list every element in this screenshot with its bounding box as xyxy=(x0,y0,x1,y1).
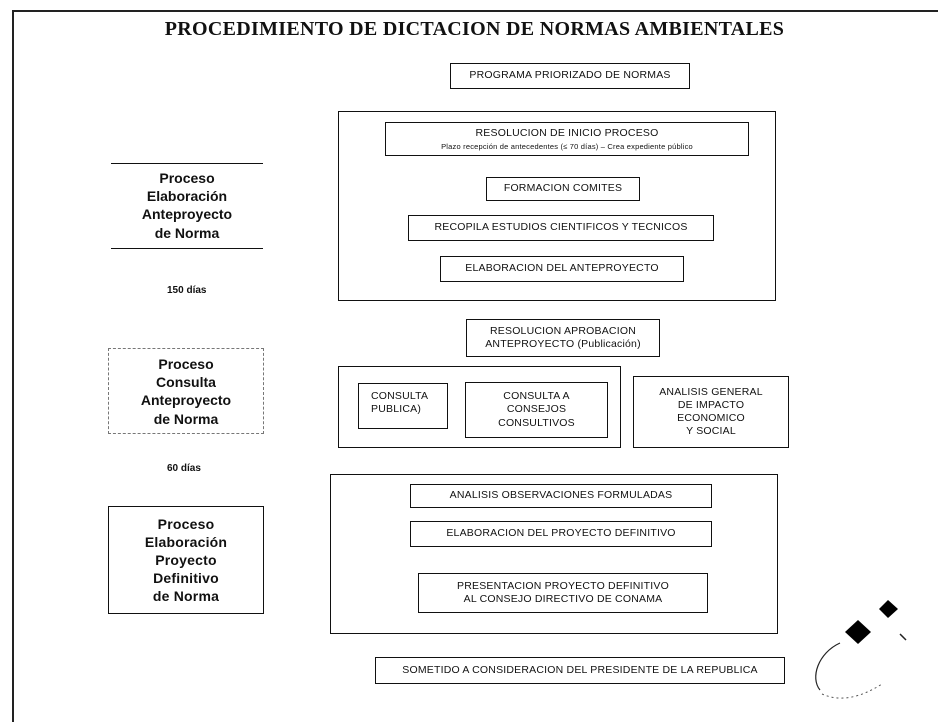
phase1-top-rule xyxy=(111,163,263,164)
logo-mark-icon xyxy=(815,600,907,699)
analisis-general-box: ANALISIS GENERAL DE IMPACTO ECONOMICO Y … xyxy=(633,376,789,448)
phase1-frame xyxy=(338,111,776,301)
consulta-publica-line1: CONSULTA xyxy=(371,390,429,402)
consulta-consejos-line3: CONSULTIVOS xyxy=(498,416,575,429)
resolucion-aprobacion-line1: RESOLUCION APROBACION xyxy=(490,324,636,337)
presentacion-box: PRESENTACION PROYECTO DEFINITIVO AL CONS… xyxy=(418,573,708,613)
phase2-label-frame xyxy=(108,348,264,434)
analisis-general-line4: Y SOCIAL xyxy=(686,425,736,438)
analisis-general-line3: ECONOMICO xyxy=(677,412,745,424)
recopila-label: RECOPILA ESTUDIOS CIENTIFICOS Y TECNICOS xyxy=(434,221,688,234)
recopila-box: RECOPILA ESTUDIOS CIENTIFICOS Y TECNICOS xyxy=(408,215,714,241)
analisis-general-line1: ANALISIS GENERAL xyxy=(659,385,763,398)
elaboracion-definitivo-box: ELABORACION DEL PROYECTO DEFINITIVO xyxy=(410,521,712,547)
consulta-publica-box: CONSULTA PUBLICA) xyxy=(358,383,448,429)
phase2-days: 60 días xyxy=(167,463,201,474)
phase1-line3: Anteproyecto xyxy=(141,206,233,223)
elaboracion-anteproyecto-box: ELABORACION DEL ANTEPROYECTO xyxy=(440,256,684,282)
phase1-days: 150 días xyxy=(167,285,207,296)
sometido-label: SOMETIDO A CONSIDERACION DEL PRESIDENTE … xyxy=(402,663,758,676)
phase2-frame xyxy=(338,366,621,448)
page-frame xyxy=(12,10,938,722)
elaboracion-anteproyecto-label: ELABORACION DEL ANTEPROYECTO xyxy=(465,262,659,275)
consulta-consejos-line2: CONSEJOS xyxy=(506,403,567,416)
consulta-publica-line2: PUBLICA) xyxy=(371,403,422,416)
presentacion-line1: PRESENTACION PROYECTO DEFINITIVO xyxy=(457,579,669,592)
phase3-label-box: Proceso Elaboración Proyecto Definitivo … xyxy=(108,506,264,614)
phase2-line2: Consulta xyxy=(156,374,216,391)
phase1-line2: Elaboración xyxy=(146,188,228,205)
phase1-line1: Proceso xyxy=(159,170,215,186)
diagram-title: PROCEDIMIENTO DE DICTACION DE NORMAS AMB… xyxy=(164,18,785,40)
consulta-consejos-line1: CONSULTA A xyxy=(503,390,570,403)
presentacion-line2: AL CONSEJO DIRECTIVO DE CONAMA xyxy=(463,593,663,605)
formacion-comites-box: FORMACION COMITES xyxy=(486,177,640,201)
analisis-observaciones-label: ANALISIS OBSERVACIONES FORMULADAS xyxy=(449,489,673,502)
resolucion-aprobacion-box: RESOLUCION APROBACION ANTEPROYECTO (Publ… xyxy=(466,319,660,357)
consulta-consejos-box: CONSULTA A CONSEJOS CONSULTIVOS xyxy=(465,382,608,438)
resolucion-aprobacion-line2: ANTEPROYECTO (Publicación) xyxy=(485,338,641,350)
analisis-general-line2: DE IMPACTO xyxy=(677,398,745,411)
programa-label: PROGRAMA PRIORIZADO DE NORMAS xyxy=(469,69,671,82)
phase1-bottom-rule xyxy=(111,248,263,249)
phase3-line4: Definitivo xyxy=(153,570,219,587)
analisis-observaciones-box: ANALISIS OBSERVACIONES FORMULADAS xyxy=(410,484,712,508)
resolucion-inicio-label: RESOLUCION DE INICIO PROCESO xyxy=(475,126,659,139)
programa-box: PROGRAMA PRIORIZADO DE NORMAS xyxy=(450,63,690,89)
phase3-frame xyxy=(330,474,778,634)
phase3-line5: de Norma xyxy=(152,588,220,605)
phase2-line4: de Norma xyxy=(153,410,219,427)
phase1-line4: de Norma xyxy=(154,224,220,241)
phase2-label: Proceso Consulta Anteproyecto de Norma xyxy=(108,355,264,428)
sometido-box: SOMETIDO A CONSIDERACION DEL PRESIDENTE … xyxy=(375,657,785,684)
phase3-line2: Elaboración xyxy=(144,533,228,550)
phase3-line3: Proyecto xyxy=(155,551,217,568)
phase2-line1: Proceso xyxy=(158,356,214,372)
formacion-comites-label: FORMACION COMITES xyxy=(503,182,623,195)
phase3-line1: Proceso xyxy=(157,515,215,532)
resolucion-inicio-box: RESOLUCION DE INICIO PROCESO Plazo recep… xyxy=(385,122,749,156)
resolucion-inicio-sub: Plazo recepción de antecedentes (≤ 70 dí… xyxy=(441,141,693,151)
phase1-label: Proceso Elaboración Anteproyecto de Norm… xyxy=(111,169,263,242)
phase2-line3: Anteproyecto xyxy=(140,392,232,409)
elaboracion-definitivo-label: ELABORACION DEL PROYECTO DEFINITIVO xyxy=(446,527,676,540)
